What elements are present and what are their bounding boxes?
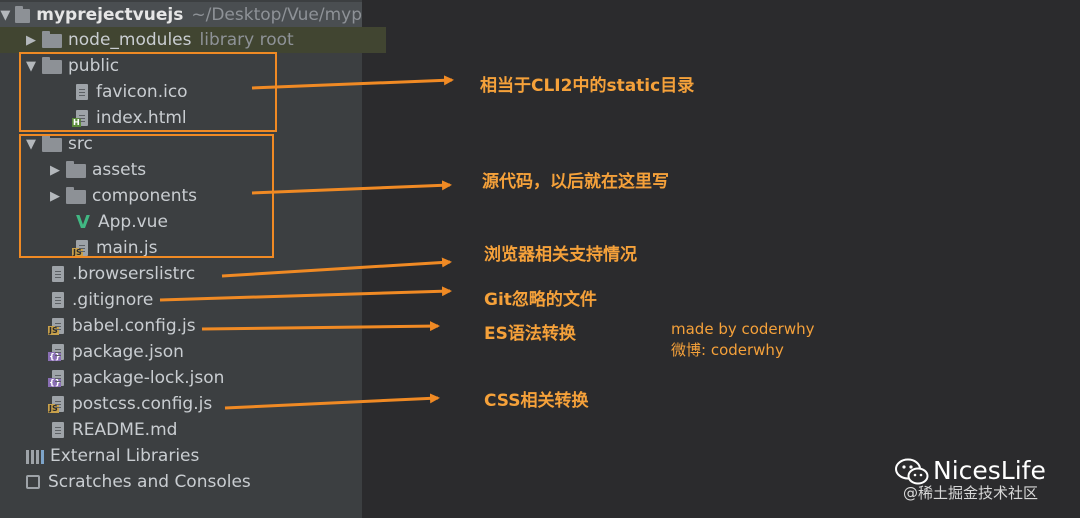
credit-line-2: 微博: coderwhy <box>671 341 784 359</box>
public-highlight-box <box>19 52 277 132</box>
tree-item-gitignore[interactable]: .gitignore <box>0 287 408 313</box>
tree-item-browserslistrc[interactable]: .browserslistrc <box>0 261 408 287</box>
tree-item-main-js[interactable]: JS main.js <box>0 235 432 261</box>
annotation-browserslistrc: 浏览器相关支持情况 <box>484 245 637 265</box>
tree-item-components[interactable]: ▶ components <box>0 183 410 209</box>
tree-item-label: assets <box>92 160 147 180</box>
json-file-icon: {} <box>48 370 64 387</box>
expand-arrow-icon[interactable]: ▼ <box>0 7 11 23</box>
tree-item-readme[interactable]: README.md <box>0 417 408 443</box>
annotation-src: 源代码，以后就在这里写 <box>482 172 669 192</box>
watermark-subtitle: @稀土掘金技术社区 <box>903 484 1039 502</box>
tree-item-scratches[interactable]: Scratches and Consoles <box>0 469 386 495</box>
tree-item-label: Scratches and Consoles <box>48 472 251 492</box>
scratches-icon <box>26 475 40 489</box>
credit-line-1: made by coderwhy <box>671 320 815 338</box>
tree-item-label: package.json <box>72 342 184 362</box>
tree-item-label: favicon.ico <box>96 82 188 102</box>
tree-item-label: README.md <box>72 420 178 440</box>
collapse-arrow-icon[interactable]: ▶ <box>50 162 60 178</box>
src-highlight-box <box>19 134 274 258</box>
tree-item-postcss-config[interactable]: JS postcss.config.js <box>0 391 408 417</box>
tree-item-label: src <box>68 134 93 154</box>
tree-item-package-lock[interactable]: {} package-lock.json <box>0 365 408 391</box>
folder-icon <box>14 6 31 23</box>
tree-item-label: components <box>92 186 198 206</box>
text-file-icon <box>52 292 64 308</box>
annotation-postcss: CSS相关转换 <box>484 391 589 411</box>
annotation-gitignore: Git忽略的文件 <box>484 290 597 310</box>
tree-item-assets[interactable]: ▶ assets <box>0 157 410 183</box>
tree-item-node-modules[interactable]: ▶ node_modules library root <box>0 27 386 53</box>
libraries-icon <box>24 448 44 464</box>
tree-item-external-libraries[interactable]: External Libraries <box>0 443 386 469</box>
tree-item-label: postcss.config.js <box>72 394 213 414</box>
tree-item-label: .gitignore <box>72 290 154 310</box>
project-name: myprejectvuejs <box>36 5 184 25</box>
annotation-public: 相当于CLI2中的static目录 <box>480 76 695 96</box>
tree-item-label: node_modules <box>68 30 192 50</box>
tree-item-favicon[interactable]: favicon.ico <box>0 79 432 105</box>
text-file-icon <box>52 266 64 282</box>
tree-item-label: index.html <box>96 108 187 128</box>
tree-item-label: External Libraries <box>50 446 200 466</box>
project-path: ~/Desktop/Vue/myp <box>191 5 362 25</box>
tree-item-label: .browserslistrc <box>72 264 196 284</box>
collapse-arrow-icon[interactable]: ▶ <box>50 188 60 204</box>
folder-icon <box>42 31 62 48</box>
folder-icon <box>66 161 86 178</box>
annotation-babel: ES语法转换 <box>484 324 576 344</box>
image-file-icon <box>76 84 88 100</box>
expand-arrow-icon[interactable]: ▼ <box>26 58 36 74</box>
tree-item-label: public <box>68 56 120 76</box>
folder-icon <box>42 135 62 152</box>
markdown-file-icon <box>52 422 64 438</box>
vue-icon: V <box>76 211 90 233</box>
watermark-title: NicesLife <box>933 456 1046 485</box>
tree-item-src[interactable]: ▼ src <box>0 131 386 157</box>
wechat-icon <box>895 458 929 485</box>
tree-item-label: main.js <box>96 238 158 258</box>
html-file-icon: H <box>72 110 88 127</box>
folder-icon <box>66 187 86 204</box>
expand-arrow-icon[interactable]: ▼ <box>26 136 36 152</box>
tree-item-app-vue[interactable]: V App.vue <box>0 209 432 235</box>
tree-item-label: package-lock.json <box>72 368 225 388</box>
js-file-icon: JS <box>48 396 64 413</box>
tree-item-label: App.vue <box>98 212 168 232</box>
js-file-icon: JS <box>48 318 64 335</box>
js-file-icon: JS <box>72 240 88 257</box>
library-root-note: library root <box>199 30 294 50</box>
tree-item-index-html[interactable]: H index.html <box>0 105 432 131</box>
collapse-arrow-icon[interactable]: ▶ <box>26 32 36 48</box>
json-file-icon: {} <box>48 344 64 361</box>
tree-item-babel-config[interactable]: JS babel.config.js <box>0 313 408 339</box>
tree-item-public[interactable]: ▼ public <box>0 53 386 79</box>
credit-block: made by coderwhy 微博: coderwhy <box>671 319 814 361</box>
folder-icon <box>42 57 62 74</box>
tree-item-label: babel.config.js <box>72 316 196 336</box>
tree-root[interactable]: ▼ myprejectvuejs ~/Desktop/Vue/myp <box>0 2 362 28</box>
tree-item-package-json[interactable]: {} package.json <box>0 339 408 365</box>
